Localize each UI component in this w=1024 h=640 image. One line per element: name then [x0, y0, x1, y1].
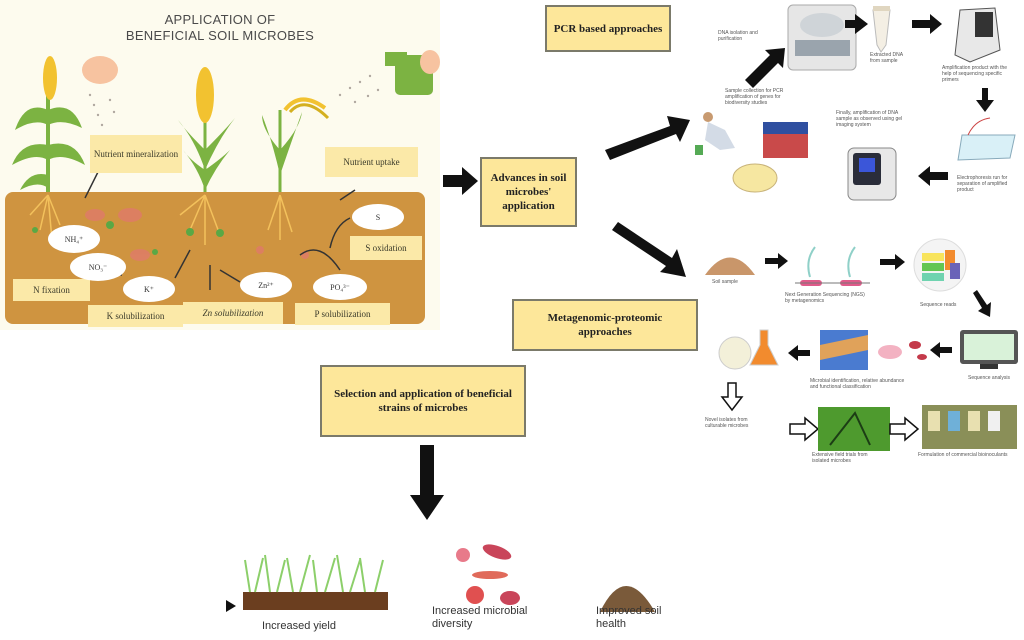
ngs-icon — [795, 246, 870, 286]
caption-sequence-analysis: Sequence analysis — [968, 375, 1010, 381]
grass-icon — [243, 554, 388, 610]
pcr-approaches-box: PCR based approaches — [545, 5, 671, 52]
caption-electrophoresis: Electrophoresis run for separation of am… — [957, 175, 1008, 193]
outcome-increased-yield: Increased yield — [262, 620, 336, 632]
pcr-workflow-illustration — [695, 4, 1016, 201]
arrow-m1 — [765, 253, 788, 269]
plants-illustration — [12, 50, 440, 195]
caption-gel-imaging: Finally, amplification of DNA sample as … — [836, 110, 903, 128]
metagenomic-workflow-illustration — [705, 238, 1018, 451]
culture-isolation-icon — [718, 329, 779, 370]
hollow-arrow-down — [720, 382, 744, 412]
outcome-pointer — [226, 600, 236, 612]
tube-icon — [872, 6, 891, 53]
thermocycler-icon — [954, 7, 1001, 63]
arrow-m2 — [880, 254, 905, 270]
ion-po4: PO₄³⁻ — [313, 274, 367, 300]
title-line-2: BENEFICIAL SOIL MICROBES — [125, 28, 315, 43]
label-zn-solubilization: Zn solubilization — [183, 302, 283, 324]
label-nutrient-mineralization: Nutrient mineralization — [90, 135, 182, 173]
caption-microbial-identification: Microbial identification, relative abund… — [810, 378, 905, 390]
arrow-2 — [845, 14, 868, 34]
caption-dna-isolation: DNA isolation and purification — [718, 30, 758, 42]
caption-novel-isolates: Novel isolates from culturable microbes — [705, 417, 749, 429]
arrow-to-advances — [443, 167, 478, 195]
label-s-oxidation: S oxidation — [350, 236, 422, 260]
arrow-1 — [745, 48, 785, 88]
label-n-fixation: N fixation — [13, 279, 90, 301]
rice-plant-icon — [262, 97, 330, 195]
selection-application-box: Selection and application of beneficial … — [320, 365, 526, 437]
microbe-identification-icon — [820, 330, 927, 370]
bioinoculant-products-icon — [922, 405, 1017, 449]
hollow-arrow-right-2 — [889, 416, 920, 442]
arrow-m3 — [973, 290, 991, 317]
arrow-5 — [918, 166, 948, 186]
caption-sequence-reads: Sequence reads — [920, 302, 957, 308]
arrow-to-metagenomic — [612, 222, 686, 277]
hand-sprinkling-icon — [82, 56, 118, 127]
gel-imager-icon — [847, 147, 897, 201]
petri-dish-icon — [732, 163, 778, 193]
caption-amplification-product: Amplification product with the help of s… — [942, 65, 1008, 83]
arrow-to-outcomes — [410, 445, 444, 520]
pcr-machine-icon — [763, 122, 808, 158]
microbes-icon — [456, 544, 520, 605]
corn-plant-icon — [12, 56, 85, 195]
outcome-illustrations — [243, 544, 655, 612]
ion-zn: Zn²⁺ — [240, 272, 292, 298]
wheat-plant-icon — [178, 67, 235, 195]
field-trials-icon — [818, 407, 890, 451]
hollow-arrow-right-1 — [789, 416, 820, 442]
roots-icon — [29, 194, 293, 245]
caption-extracted-dna: Extracted DNA from sample — [870, 52, 903, 64]
computer-analysis-icon — [960, 330, 1018, 369]
centrifuge-icon — [787, 4, 857, 71]
microbes-in-soil-icon — [85, 208, 309, 261]
caption-formulation: Formulation of commercial bioinoculants — [918, 452, 1008, 458]
arrow-m5 — [788, 345, 810, 361]
soil-sample-icon — [705, 257, 755, 275]
title-line-1: APPLICATION OF — [164, 12, 276, 27]
caption-sample-collection: Sample collection for PCR amplification … — [725, 88, 784, 106]
electrophoresis-icon — [957, 117, 1016, 161]
ion-nh4: NH₄⁺ — [48, 225, 100, 253]
advances-box: Advances in soil microbes' application — [480, 157, 577, 227]
caption-field-trials: Extensive field trials from isolated mic… — [812, 452, 868, 464]
caption-soil-sample: Soil sample — [712, 279, 738, 285]
scientist-sampling-icon — [695, 112, 735, 155]
outcome-increased-diversity: Increased microbial diversity — [432, 605, 528, 630]
arrow-3 — [912, 14, 942, 34]
arrow-m4 — [930, 342, 952, 358]
label-p-solubilization: P solubilization — [295, 303, 390, 325]
label-nutrient-uptake: Nutrient uptake — [325, 147, 418, 177]
soil-mound-icon — [600, 586, 655, 612]
ion-no3: NO₃⁻ — [70, 253, 126, 281]
arrow-to-pcr — [605, 116, 690, 160]
caption-ngs: Next Generation Sequencing (NGS) by meta… — [785, 292, 865, 304]
arrow-4 — [976, 88, 994, 112]
panel-title: APPLICATION OF BENEFICIAL SOIL MICROBES — [60, 12, 380, 44]
green-microbes-icon — [32, 221, 224, 255]
label-k-solubilization: K solubilization — [88, 305, 183, 327]
ion-k: K⁺ — [123, 276, 175, 302]
ion-s: S — [352, 204, 404, 230]
spray-bottle-icon — [338, 50, 440, 104]
metagenomic-proteomic-box: Metagenomic-proteomic approaches — [512, 299, 698, 351]
outcome-improved-soil-health: Improved soil health — [596, 605, 662, 630]
sequence-reads-icon — [913, 238, 967, 292]
